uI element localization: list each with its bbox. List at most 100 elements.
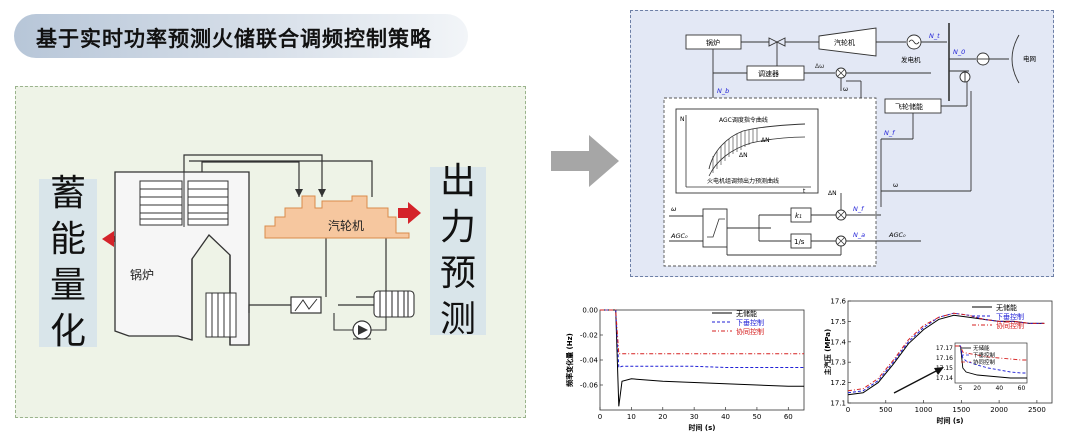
svg-text:ω: ω [671,205,677,213]
x-tick-label: 2500 [1028,406,1046,414]
legend-label: 无储能 [996,303,1017,312]
svg-text:ΔN: ΔN [828,190,837,197]
title-bar: 基于实时功率预测火储联合调频控制策略 [14,14,468,58]
turbine-label: 汽轮机 [328,218,364,233]
legend-label: 无储能 [736,309,757,318]
svg-text:汽轮机: 汽轮机 [834,38,855,47]
x-tick-label: 0 [846,406,850,414]
y-axis-label: 频率变化量 (Hz) [565,333,574,387]
inset-x-tick-label: 5 [959,385,963,392]
svg-text:N_t: N_t [929,32,940,40]
y-tick-label: 17.1 [830,400,846,408]
svg-text:N_f: N_f [853,205,865,213]
y-tick-label: 17.6 [830,298,846,306]
inset-series-line [955,345,1027,361]
x-tick-label: 2000 [990,406,1008,414]
zoom-arrow [893,368,941,394]
y-tick-label: 0.00 [582,307,598,315]
pressure-chart-svg: 0 500 1000 1500 2000 2500 17.1 17.2 17.3 17.4 17.5… [823,298,1053,425]
svg-text:电网: 电网 [1023,54,1036,63]
inset-x-tick-label: 60 [1018,385,1026,392]
series-line [847,312,1045,392]
svg-text:锅炉: 锅炉 [706,38,720,47]
svg-text:ω: ω [843,86,848,93]
svg-text:火电机组调频出力预测曲线: 火电机组调频出力预测曲线 [707,177,779,185]
x-tick-label: 1000 [915,406,933,414]
schematic-svg: 锅炉 汽轮机 [102,154,421,346]
svg-text:飞轮储能: 飞轮储能 [895,102,923,111]
x-tick-label: 30 [690,413,699,421]
thermal-plant-schematic: 蓄 能 量 化 出 力 预 测 锅炉 [15,86,526,418]
x-tick-label: 1500 [952,406,970,414]
inset-y-tick-label: 17.14 [936,375,953,382]
inset-y-tick-label: 17.15 [936,365,953,372]
x-axis-label: 时间 (s) [688,423,715,432]
inset-x-tick-label: 40 [995,385,1003,392]
x-tick-label: 10 [627,413,636,421]
inset-x-tick-label: 20 [973,385,981,392]
y-tick-label: -0.06 [580,382,599,390]
grid-icon [1011,34,1020,84]
inset-y-tick-label: 17.17 [936,345,953,352]
series-line [600,309,804,369]
svg-text:N_0: N_0 [953,48,965,56]
x-tick-label: 60 [784,413,793,421]
svg-text:AGC₀: AGC₀ [888,231,906,239]
boiler-label: 锅炉 [130,267,154,282]
control-block-diagram: 锅炉 汽轮机 发电机 N_t 电网 N_0 N_b 调速器 Δω [630,10,1054,277]
steam-valve-icon [768,37,779,47]
series-line [600,309,804,355]
plot-area [599,309,805,411]
steam-pipes [183,154,387,313]
svg-text:AGC调度指令曲线: AGC调度指令曲线 [719,116,768,124]
y-tick-label: 17.4 [830,338,846,346]
inset-series-line [955,345,1027,374]
inset-legend-label: 无储能 [973,344,990,352]
x-tick-label: 50 [752,413,761,421]
inset-legend-label: 协同控制 [973,358,996,366]
inset-series-line [955,345,1027,379]
svg-text:AGC₀: AGC₀ [670,232,688,240]
turbine-block [818,27,877,57]
y-tick-label: 17.3 [830,359,846,367]
y-tick-label: 17.2 [830,379,846,387]
right-red-arrow [398,202,421,224]
y-tick-label: -0.02 [580,332,598,340]
svg-text:N_a: N_a [853,231,865,239]
svg-text:Δω: Δω [815,63,824,70]
boiler-tubes [139,172,237,338]
condenser [373,290,415,318]
svg-text:N_f: N_f [884,129,896,137]
output-forecast-label: 出 力 预 测 [430,161,486,340]
y-tick-label: -0.04 [580,357,599,365]
y-tick-label: 17.5 [830,318,846,326]
legend-label: 下垂控制 [736,318,764,327]
big-gray-arrow [551,135,619,187]
legend-label: 协同控制 [736,327,764,336]
turbine-shape [264,195,410,239]
forecast-inset [675,108,819,194]
svg-text:ΔN: ΔN [739,152,748,159]
block-diagram-svg: 锅炉 汽轮机 发电机 N_t 电网 N_0 N_b 调速器 Δω [663,23,1036,267]
legend-label: 下垂控制 [996,312,1024,321]
svg-text:k₁: k₁ [795,212,802,220]
legend-label: 协同控制 [996,321,1024,330]
svg-text:调速器: 调速器 [758,69,779,78]
energy-storage-quantify-label: 蓄 能 量 化 [39,173,97,352]
svg-text:N_b: N_b [717,87,729,95]
svg-text:ΔN: ΔN [761,137,770,144]
inset-y-tick-label: 17.16 [936,355,953,362]
x-tick-label: 40 [721,413,730,421]
x-axis-label: 时间 (s) [936,416,963,425]
inset-legend-label: 下垂控制 [973,351,996,359]
series-line [600,309,804,407]
svg-text:发电机: 发电机 [901,55,921,64]
svg-text:1/s: 1/s [794,238,805,246]
series-line [847,312,1045,394]
svg-text:N: N [680,116,685,123]
x-tick-label: 500 [879,406,892,414]
zoom-arrow-head [934,367,944,375]
svg-text:ω: ω [893,182,898,189]
